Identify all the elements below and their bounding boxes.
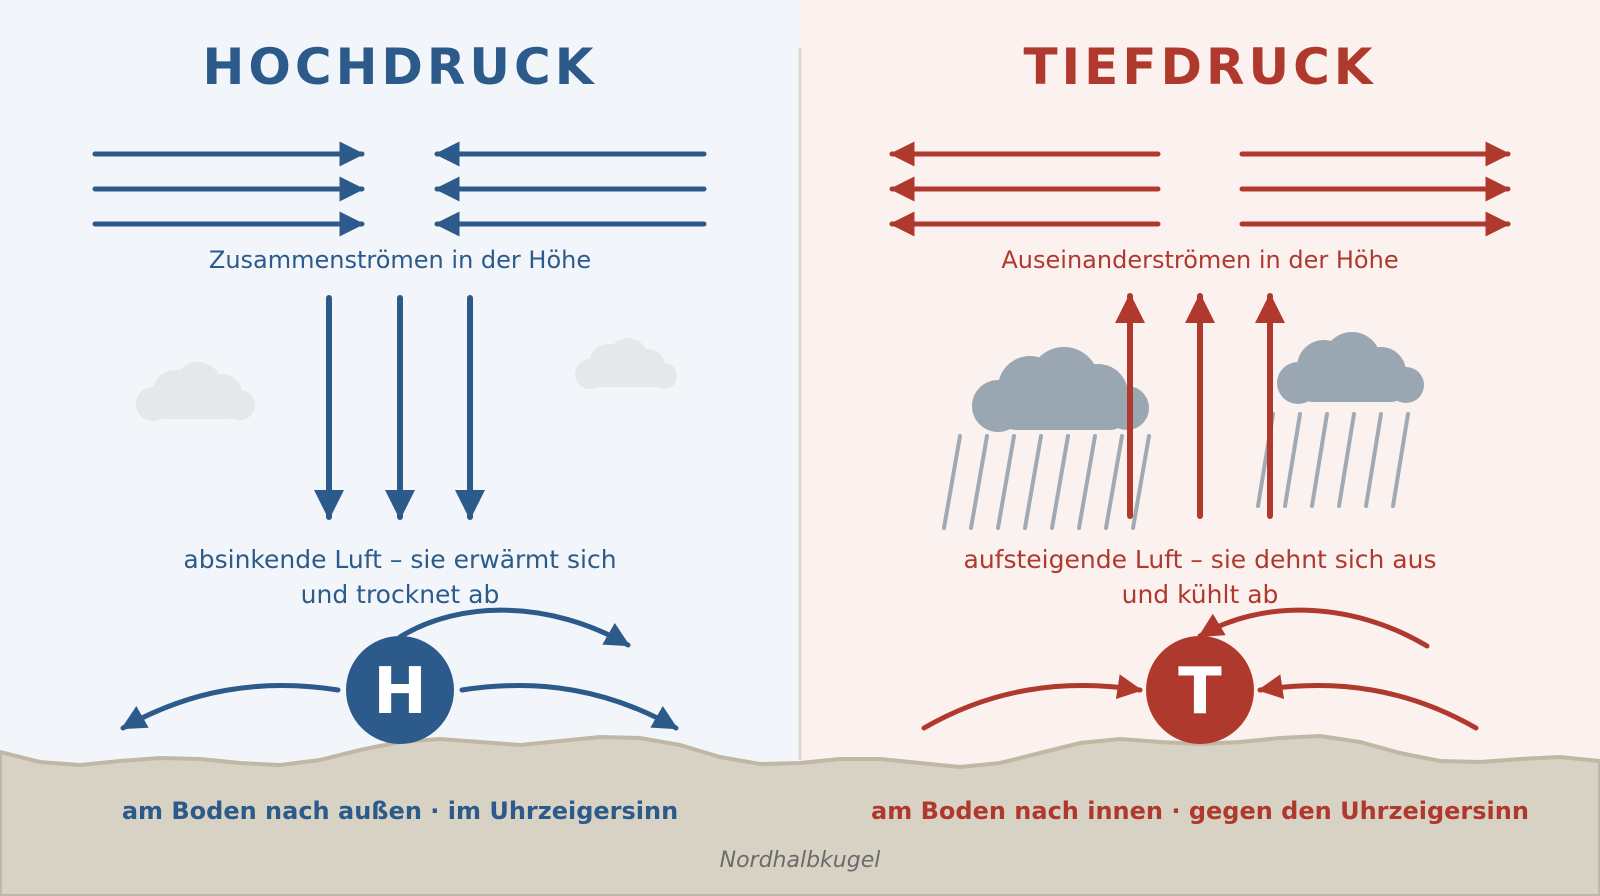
- hemisphere-label: Nordhalbkugel: [720, 848, 881, 873]
- high-ground-label: am Boden nach außen · im Uhrzeigersinn: [122, 797, 678, 825]
- low-surface-arrow: [1257, 674, 1479, 731]
- ground: [0, 733, 1600, 896]
- rain-cloud-icon: [972, 347, 1149, 432]
- low-title: TIEFDRUCK: [1023, 38, 1376, 96]
- low-diverging-arrows: [889, 141, 1511, 237]
- high-converging-arrows: [92, 141, 707, 237]
- high-surface-arrow: [459, 683, 679, 731]
- high-air-text-line1: absinkende Luft – sie erwärmt sich: [183, 545, 616, 574]
- low-pressure-center: T: [1146, 636, 1254, 744]
- high-center-letter: H: [373, 655, 427, 729]
- high-aloft-label: Zusammenströmen in der Höhe: [209, 246, 591, 274]
- low-ground-label: am Boden nach innen · gegen den Uhrzeige…: [871, 797, 1529, 825]
- low-rising-arrows: [1115, 293, 1285, 519]
- rain-icon: [942, 434, 1151, 530]
- high-sinking-arrows: [314, 295, 485, 520]
- high-surface-arrow: [120, 683, 341, 731]
- high-title: HOCHDRUCK: [203, 38, 598, 96]
- low-surface-arrows: [921, 607, 1479, 731]
- rain-cloud-icon: [1277, 332, 1424, 404]
- high-pressure-center: H: [346, 636, 454, 744]
- low-surface-arrow: [1197, 607, 1430, 649]
- cloud-icon: [575, 338, 677, 389]
- cloud-icon: [136, 362, 255, 421]
- low-air-text-line2: und kühlt ab: [1122, 580, 1279, 609]
- low-surface-arrow: [921, 674, 1143, 731]
- low-center-letter: T: [1178, 655, 1222, 729]
- high-surface-arrows: [120, 607, 679, 731]
- low-air-text-line1: aufsteigende Luft – sie dehnt sich aus: [964, 545, 1437, 574]
- low-aloft-label: Auseinanderströmen in der Höhe: [1001, 246, 1398, 274]
- high-surface-arrow: [397, 607, 631, 648]
- high-air-text-line2: und trocknet ab: [301, 580, 500, 609]
